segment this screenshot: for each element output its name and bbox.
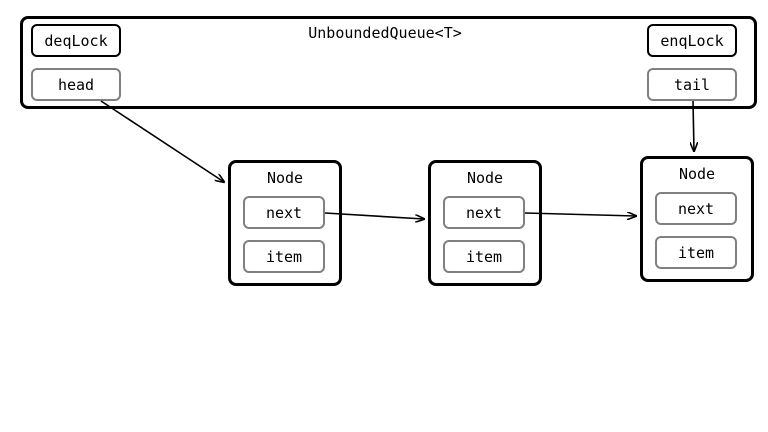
node-3-item-field: item: [655, 236, 737, 269]
tail-field: tail: [647, 68, 737, 101]
unbounded-queue-box: [20, 16, 757, 109]
node-2-title: Node: [466, 169, 504, 187]
node-3-next-field: next: [655, 192, 737, 225]
head-field: head: [31, 68, 121, 101]
node-2-item-field: item: [443, 240, 525, 273]
node-1-item-field: item: [243, 240, 325, 273]
node-2-next-field: next: [443, 196, 525, 229]
deq-lock-field: deqLock: [31, 24, 121, 57]
node-1-next-field: next: [243, 196, 325, 229]
queue-title: UnboundedQueue<T>: [308, 24, 462, 42]
head-arrow: [100, 100, 224, 182]
node-1-title: Node: [266, 169, 304, 187]
node-3-title: Node: [678, 165, 716, 183]
enq-lock-field: enqLock: [647, 24, 737, 57]
